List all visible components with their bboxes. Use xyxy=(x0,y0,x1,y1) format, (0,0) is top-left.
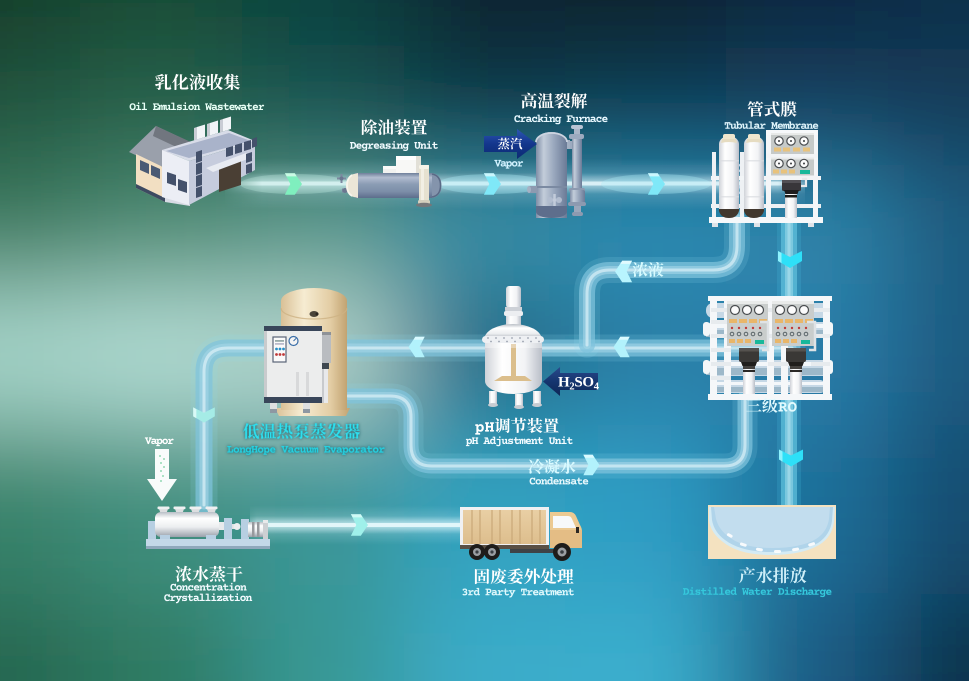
svg-text:H2SO4: H2SO4 xyxy=(558,375,600,393)
